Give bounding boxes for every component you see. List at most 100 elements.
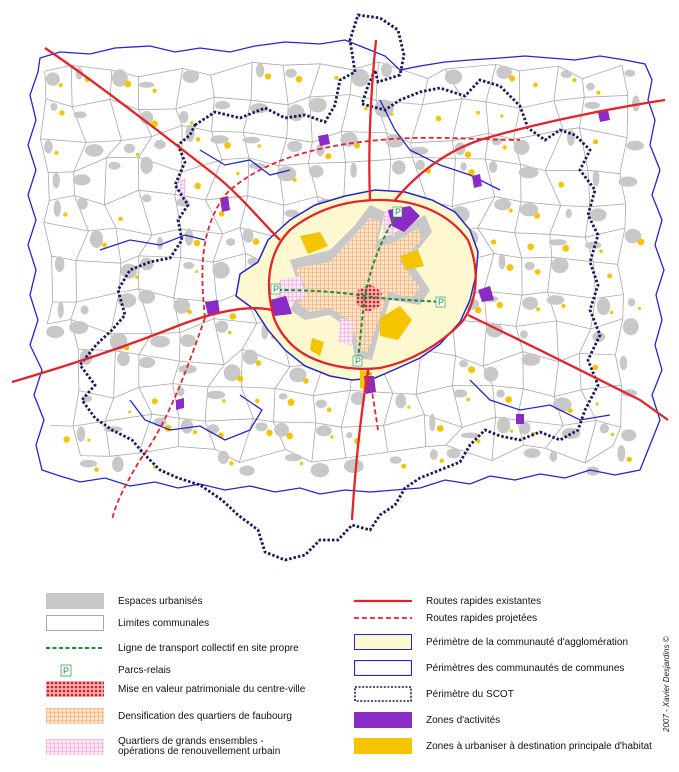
commune-boundary-line	[278, 163, 309, 167]
housing-zone-patch	[325, 153, 332, 160]
commune-boundary-line	[283, 196, 318, 206]
urbanised-patch	[79, 459, 98, 468]
commune-boundary-line	[75, 260, 121, 264]
commune-boundary-line	[451, 355, 456, 386]
commune-boundary-line	[175, 68, 184, 109]
urbanised-patch	[108, 161, 121, 170]
commune-boundary-line	[40, 98, 47, 139]
commune-boundary-line	[494, 196, 522, 203]
commune-boundary-line	[593, 261, 596, 299]
urbanised-patch	[173, 298, 191, 314]
urbanised-patch	[497, 416, 511, 434]
commune-boundary-line	[579, 353, 616, 356]
urbanised-patch	[112, 69, 128, 87]
legend-swatch-mark	[46, 647, 104, 649]
housing-zone-patch	[476, 439, 481, 444]
urbanised-patch	[89, 230, 104, 248]
urbanised-patch	[139, 257, 154, 271]
commune-boundary-line	[115, 227, 153, 236]
commune-boundary-line	[46, 302, 54, 324]
legend-swatch-mark	[354, 599, 412, 603]
housing-zone-patch	[626, 456, 632, 463]
legend-swatch-mark: P	[60, 664, 72, 677]
urbanised-patch	[589, 208, 607, 222]
commune-boundary-line	[72, 390, 80, 427]
housing-zone-patch	[536, 307, 541, 312]
commune-boundary-line	[452, 133, 489, 142]
housing-zone-patch	[124, 80, 132, 88]
commune-boundary-line	[422, 98, 463, 105]
urbanised-patch	[381, 62, 392, 78]
housing-zone-patch	[436, 425, 444, 432]
commune-boundary-line	[485, 101, 520, 109]
housing-zone-patch	[637, 238, 645, 246]
housing-zone-patch	[102, 242, 107, 248]
housing-zone-patch	[59, 110, 65, 116]
commune-boundary-line	[222, 227, 241, 235]
urbanised-patch	[524, 261, 535, 271]
commune-boundary-line	[121, 136, 152, 141]
svg-text:P: P	[395, 207, 401, 217]
commune-boundary-line	[455, 355, 484, 367]
urbanised-patch	[52, 173, 60, 189]
commune-boundary-line	[584, 95, 628, 98]
commune-boundary-line	[138, 190, 153, 236]
commune-boundary-line	[151, 228, 182, 236]
housing-zone-patch	[192, 429, 198, 435]
commune-boundary-line	[223, 348, 243, 366]
commune-boundary-line	[247, 157, 250, 196]
commune-boundary-line	[282, 65, 289, 105]
commune-boundary-line	[210, 62, 253, 76]
housing-zone-patch	[257, 144, 261, 148]
housing-zone-patch	[500, 114, 504, 118]
commune-boundary-line	[578, 353, 582, 390]
commune-boundary-line	[584, 206, 591, 238]
commune-boundary-line	[243, 131, 287, 139]
commune-boundary-line	[138, 414, 153, 454]
commune-boundary-line	[238, 449, 286, 463]
commune-boundary-line	[493, 253, 522, 259]
housing-zone-patch	[151, 398, 158, 405]
legend-label: Quartiers de grands ensembles -opération…	[118, 737, 280, 757]
commune-boundary-line	[175, 96, 215, 110]
urbanised-patch	[444, 69, 463, 85]
urbanised-patch	[618, 176, 638, 187]
urbanised-patch	[180, 334, 196, 347]
urbanised-patch	[206, 424, 220, 434]
commune-boundary-line	[105, 413, 153, 422]
commune-boundary-line	[340, 390, 351, 428]
legend-label: Mise en valeur patrimoniale du centre-vi…	[118, 683, 306, 695]
legend-label-line: opérations de renouvellement urbain	[118, 746, 281, 757]
commune-boundary-line	[241, 386, 276, 389]
commune-boundary-line	[173, 257, 182, 299]
urbanised-patch	[522, 296, 539, 310]
housing-zone-patch	[286, 432, 293, 440]
legend-item-road: Routes rapides existantes	[354, 593, 541, 609]
urbanised-patch	[494, 198, 512, 211]
commune-boundary-line	[70, 65, 73, 107]
legend-item-cc: Périmètres des communautés de communes	[354, 660, 624, 676]
commune-boundary-line	[204, 420, 216, 450]
urbanised-patch	[182, 69, 200, 83]
commune-boundary-line	[522, 351, 559, 363]
commune-boundary-line	[207, 364, 225, 388]
commune-boundary-line	[485, 101, 490, 134]
commune-boundary-line	[273, 421, 316, 424]
urbanised-patch	[212, 261, 230, 279]
urbanised-patch	[242, 136, 261, 144]
commune-boundary-line	[482, 351, 524, 367]
legend-swatch-urban	[46, 593, 104, 609]
commune-boundary-line	[238, 418, 254, 463]
commune-boundary-line	[523, 388, 555, 397]
commune-boundary-line	[485, 158, 521, 165]
urbanised-patch	[546, 295, 565, 305]
commune-boundary-line	[110, 292, 120, 334]
legend-item-activity: Zones d'activités	[354, 712, 500, 728]
urbanised-patch	[183, 262, 195, 269]
urbanised-patch	[415, 159, 425, 171]
commune-boundary-line	[519, 65, 559, 72]
commune-boundary-line	[477, 227, 515, 234]
commune-boundary-line	[106, 140, 122, 158]
urbanised-patch	[617, 445, 626, 462]
